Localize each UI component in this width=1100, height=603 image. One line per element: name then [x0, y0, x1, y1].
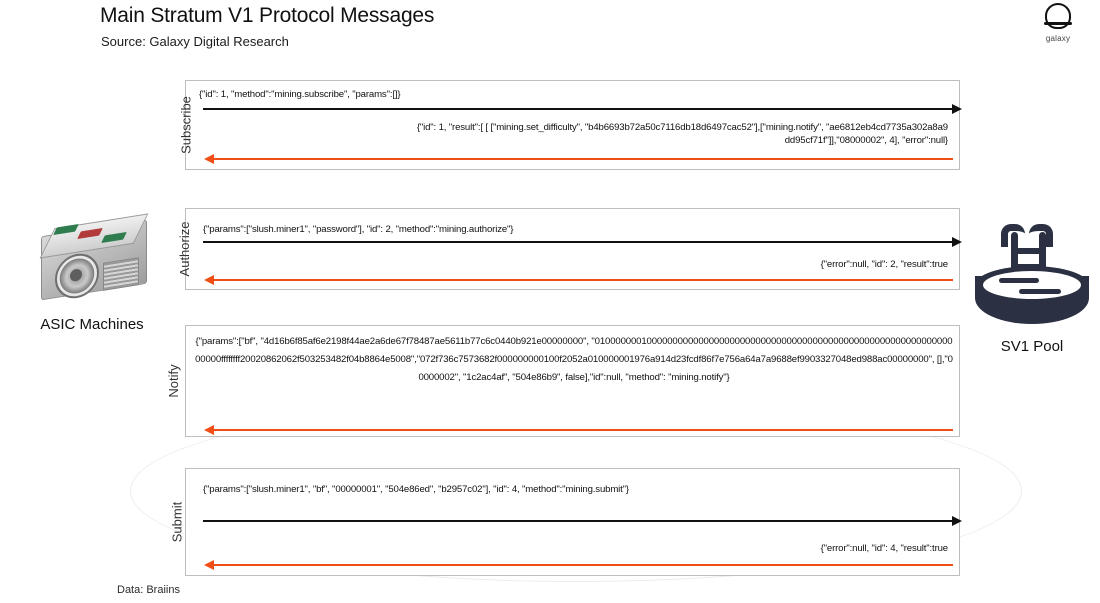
row-subscribe: Subscribe {"id": 1, "method":"mining.sub… — [178, 80, 962, 170]
authorize-response-arrow — [204, 275, 953, 285]
notify-response-arrow — [204, 425, 953, 435]
row-authorize: Authorize {"params":["slush.miner1", "pa… — [177, 208, 962, 290]
authorize-request-arrow — [203, 237, 962, 247]
row-submit-label: Submit — [169, 501, 185, 543]
galaxy-mark-icon — [1044, 3, 1072, 31]
authorize-response-text: {"error":null, "id": 2, "result":true — [820, 259, 949, 270]
submit-request-text: {"params":["slush.miner1", "bf", "000000… — [203, 484, 629, 495]
row-submit: Submit {"params":["slush.miner1", "bf", … — [170, 468, 962, 576]
asic-miner-icon — [33, 213, 151, 306]
row-notify-box — [185, 325, 960, 437]
row-subscribe-box — [185, 80, 960, 170]
row-submit-box — [185, 468, 960, 576]
authorize-request-text: {"params":["slush.miner1", "password"], … — [203, 224, 514, 235]
submit-response-text: {"error":null, "id": 4, "result":true — [820, 543, 949, 554]
asic-machines-label: ASIC Machines — [40, 316, 144, 333]
swimming-pool-icon — [969, 218, 1095, 330]
data-source-note: Data: Braiins — [117, 584, 180, 596]
sv1-pool-endpoint: SV1 Pool — [962, 218, 1100, 355]
row-authorize-label: Authorize — [176, 221, 192, 277]
subscribe-response-arrow — [204, 154, 953, 164]
asic-machines-endpoint: ASIC Machines — [12, 213, 172, 333]
galaxy-logo: galaxy — [1030, 3, 1086, 43]
page-title: Main Stratum V1 Protocol Messages — [100, 4, 435, 27]
notify-response-text: {"params":["bf", "4d16b6f85af6e2198f44ae… — [195, 336, 953, 383]
galaxy-wordmark: galaxy — [1045, 34, 1071, 43]
row-notify: Notify {"params":["bf", "4d16b6f85af6e21… — [166, 325, 960, 437]
row-notify-label: Notify — [166, 364, 182, 398]
subscribe-request-arrow — [203, 104, 962, 114]
subscribe-request-text: {"id": 1, "method":"mining.subscribe", "… — [199, 89, 401, 100]
submit-response-arrow — [204, 560, 953, 570]
sv1-pool-label: SV1 Pool — [1000, 338, 1064, 355]
subscribe-response-text: {"id": 1, "result":[ [ ["mining.set_diff… — [416, 122, 948, 146]
row-authorize-box — [185, 208, 960, 290]
submit-request-arrow — [203, 516, 962, 526]
page-source: Source: Galaxy Digital Research — [101, 34, 289, 49]
row-subscribe-label: Subscribe — [178, 96, 194, 154]
